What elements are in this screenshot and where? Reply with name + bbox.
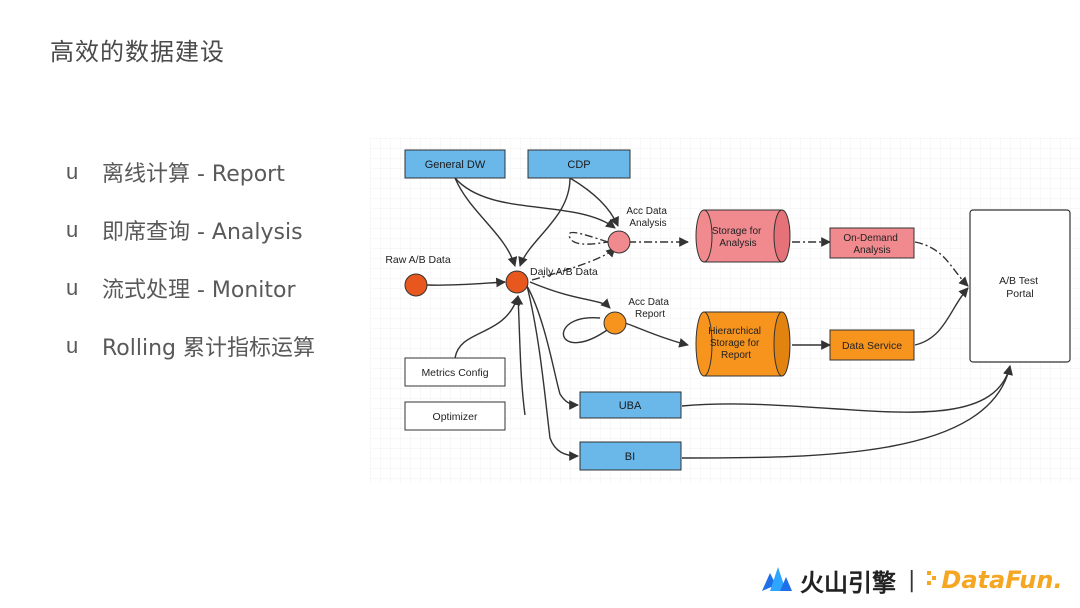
general-dw-box: General DW: [404, 149, 506, 179]
footer-logos: 火山引擎 | DataFun.: [760, 560, 1063, 600]
bullet-text: 离线计算 - Report: [102, 162, 285, 187]
bullet-marker: u: [66, 217, 79, 242]
svg-text:BI: BI: [625, 451, 635, 463]
footer-separator: |: [908, 567, 916, 593]
svg-text:UBA: UBA: [619, 400, 642, 412]
hierarchical-storage-cylinder: Hierarchical Storage for Report: [695, 311, 791, 377]
bullet-item: u 流式处理 - Monitor: [66, 270, 315, 306]
svg-text:Hierarchical Storage for: Hierarchical Storage for Report: [708, 326, 764, 361]
bullet-item: u Rolling 累计指标运算: [66, 328, 315, 364]
data-service-box: Data Service: [829, 329, 915, 361]
bullet-text: 即席查询 - Analysis: [102, 220, 303, 245]
dashed-connectors: [531, 231, 969, 287]
acc-data-report-label: Acc Data Report: [628, 297, 671, 320]
svg-text:Optimizer: Optimizer: [433, 411, 478, 423]
optimizer-box: Optimizer: [404, 401, 506, 431]
bullet-text: 流式处理 - Monitor: [102, 278, 296, 303]
bullet-item: u 即席查询 - Analysis: [66, 212, 315, 248]
svg-text:Metrics Config: Metrics Config: [421, 367, 488, 379]
ab-test-portal-box: A/B Test Portal: [969, 209, 1071, 363]
bullet-marker: u: [66, 333, 79, 358]
volcano-engine-brand: 火山引擎: [800, 568, 896, 597]
svg-text:CDP: CDP: [567, 159, 590, 171]
bullet-list: u 离线计算 - Report u 即席查询 - Analysis u 流式处理…: [66, 154, 315, 386]
bullet-marker: u: [66, 275, 79, 300]
bullet-text: Rolling 累计指标运算: [102, 336, 315, 361]
acc-data-report-node: [603, 311, 627, 335]
cdp-box: CDP: [527, 149, 631, 179]
datafun-brand: DataFun.: [941, 566, 1063, 594]
bullet-item: u 离线计算 - Report: [66, 154, 315, 190]
bi-box: BI: [579, 441, 682, 471]
acc-data-analysis-label: Acc Data Analysis: [626, 206, 669, 229]
datafun-logo-icon: [927, 568, 941, 592]
bullet-marker: u: [66, 159, 79, 184]
storage-for-analysis-cylinder: Storage for Analysis: [695, 209, 791, 263]
svg-text:General DW: General DW: [425, 159, 486, 171]
volcano-engine-logo-icon: [760, 563, 794, 597]
daily-ab-data-label: Daily A/B Data: [530, 266, 598, 278]
svg-text:Storage for Analysis: Storage for Analysis: [712, 226, 764, 249]
metrics-config-box: Metrics Config: [404, 357, 506, 387]
acc-data-analysis-node: [607, 230, 631, 254]
raw-ab-data-label: Raw A/B Data: [385, 254, 451, 266]
uba-box: UBA: [579, 391, 682, 419]
svg-text:On-Demand Analysis: On-Demand Analysis: [843, 233, 900, 256]
svg-text:A/B Test Portal: A/B Test Portal: [999, 275, 1041, 300]
raw-ab-data-node: [404, 273, 428, 297]
daily-ab-data-node: [505, 270, 529, 294]
svg-text:Data Service: Data Service: [842, 340, 902, 352]
connectors: [426, 177, 1013, 461]
on-demand-analysis-box: On-Demand Analysis: [829, 227, 915, 259]
data-flow-diagram: General DW CDP Raw A/B Data Daily A/B Da…: [370, 138, 1080, 488]
slide-title: 高效的数据建设: [50, 38, 225, 66]
